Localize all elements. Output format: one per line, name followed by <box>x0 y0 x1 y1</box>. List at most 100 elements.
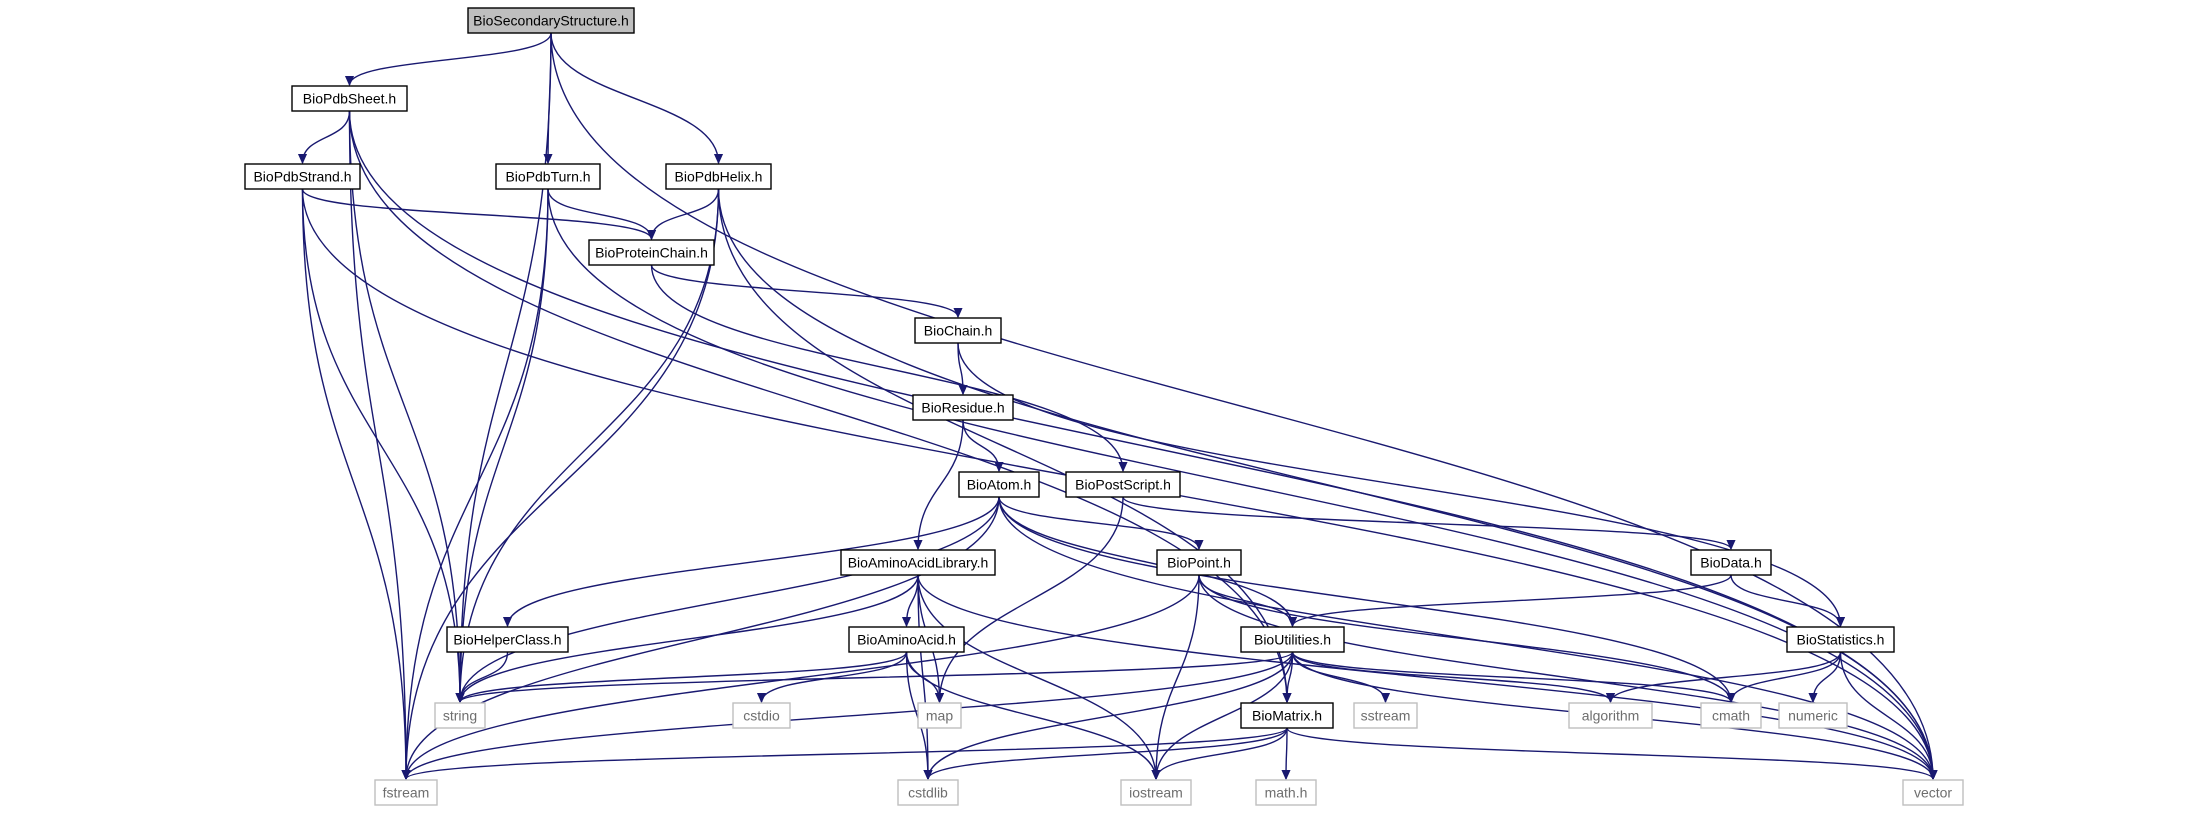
node-biosecondarystructure-h[interactable]: BioSecondaryStructure.h <box>467 7 635 34</box>
edge-bioatom-h-to-biohelperclass-h <box>508 496 1000 626</box>
edge-biostatistics-h-to-cmath <box>1731 651 1842 702</box>
edge-bioutilities-h-to-fstream <box>406 651 1294 779</box>
node-cmath: cmath <box>1700 702 1762 729</box>
node-fstream: fstream <box>374 779 438 806</box>
edge-biomatrix-h-to-fstream <box>406 727 1288 779</box>
edge-biopoint-h-to-fstream <box>406 574 1200 779</box>
node-bioaminoacidlibrary-h[interactable]: BioAminoAcidLibrary.h <box>840 549 996 576</box>
node-label: BioPdbTurn.h <box>505 169 590 185</box>
edge-biopdbturn-h-to-vector <box>547 188 1933 779</box>
node-biodata-h[interactable]: BioData.h <box>1690 549 1772 576</box>
node-algorithm: algorithm <box>1568 702 1653 729</box>
edge-biopdbhelix-h-to-string <box>460 188 720 702</box>
edge-bioatom-h-to-biopoint-h <box>998 496 1199 549</box>
node-box <box>1240 702 1334 729</box>
node-bioresidue-h[interactable]: BioResidue.h <box>912 394 1014 421</box>
node-label: vector <box>1914 785 1952 801</box>
node-box <box>1700 702 1762 729</box>
edge-bioresidue-h-to-bioatom-h <box>962 419 999 471</box>
node-label: BioPdbSheet.h <box>303 91 396 107</box>
node-label: math.h <box>1265 785 1308 801</box>
edge-bioproteinchain-h-to-biopostscript-h <box>650 264 1124 471</box>
edge-biopdbhelix-h-to-bioproteinchain-h <box>652 188 720 239</box>
edge-biopoint-h-to-vector <box>1198 574 1933 779</box>
node-box <box>588 239 715 266</box>
node-box <box>434 702 486 729</box>
edge-biosecondarystructure-h-to-biopdbturn-h <box>548 32 551 163</box>
node-box <box>1778 702 1848 729</box>
edge-biosecondarystructure-h-to-vector <box>550 32 1933 779</box>
edge-biopdbhelix-h-to-biomatrix-h <box>717 188 1288 702</box>
edge-bioutilities-h-to-string <box>460 651 1294 702</box>
node-map: map <box>917 702 962 729</box>
node-label: BioStatistics.h <box>1797 632 1885 648</box>
node-label: cstdio <box>743 708 780 724</box>
edge-biopostscript-h-to-map <box>940 496 1124 702</box>
edge-biopoint-h-to-iostream <box>1156 574 1200 779</box>
edge-biopdbturn-h-to-fstream <box>406 188 549 779</box>
edge-biopdbstrand-h-to-string <box>301 188 461 702</box>
node-box <box>495 163 601 190</box>
node-label: numeric <box>1788 708 1838 724</box>
node-vector: vector <box>1902 779 1964 806</box>
node-bioproteinchain-h[interactable]: BioProteinChain.h <box>588 239 715 266</box>
edge-bioutilities-h-to-biomatrix-h <box>1287 651 1294 702</box>
edge-bioutilities-h-to-algorithm <box>1291 651 1611 702</box>
node-box <box>1240 626 1345 653</box>
node-biopoint-h[interactable]: BioPoint.h <box>1156 549 1242 576</box>
edge-biopdbsheet-h-to-biomatrix-h <box>348 110 1288 702</box>
node-box <box>244 163 361 190</box>
edge-bioutilities-h-to-iostream <box>1156 651 1294 779</box>
node-biopdbhelix-h[interactable]: BioPdbHelix.h <box>665 163 772 190</box>
edge-biomatrix-h-to-iostream <box>1156 727 1288 779</box>
edge-biopdbturn-h-to-string <box>460 188 549 702</box>
node-label: BioChain.h <box>924 323 993 339</box>
node-box <box>291 85 408 112</box>
node-biostatistics-h[interactable]: BioStatistics.h <box>1786 626 1895 653</box>
node-label: BioSecondaryStructure.h <box>473 13 629 29</box>
node-label: cstdlib <box>908 785 948 801</box>
node-sstream: sstream <box>1353 702 1418 729</box>
node-label: BioMatrix.h <box>1252 708 1322 724</box>
edge-biomatrix-h-to-vector <box>1286 727 1933 779</box>
node-numeric: numeric <box>1778 702 1848 729</box>
node-biohelperclass-h[interactable]: BioHelperClass.h <box>446 626 569 653</box>
node-box <box>374 779 438 806</box>
node-string: string <box>434 702 486 729</box>
edge-bioproteinchain-h-to-biochain-h <box>650 264 959 317</box>
edge-bioatom-h-to-string <box>460 496 1000 702</box>
node-box <box>665 163 772 190</box>
edge-bioaminoacidlibrary-h-to-iostream <box>917 574 1156 779</box>
node-box <box>914 317 1002 344</box>
node-biopdbturn-h[interactable]: BioPdbTurn.h <box>495 163 601 190</box>
node-biopdbsheet-h[interactable]: BioPdbSheet.h <box>291 85 408 112</box>
node-box <box>848 626 965 653</box>
node-label: BioUtilities.h <box>1254 632 1331 648</box>
edge-bioutilities-h-to-cmath <box>1291 651 1732 702</box>
node-bioatom-h[interactable]: BioAtom.h <box>958 471 1040 498</box>
node-box <box>732 702 791 729</box>
edge-biopdbsheet-h-to-fstream <box>348 110 407 779</box>
edges-layer <box>301 32 1934 779</box>
node-label: sstream <box>1361 708 1411 724</box>
node-biopostscript-h[interactable]: BioPostScript.h <box>1065 471 1181 498</box>
node-bioaminoacid-h[interactable]: BioAminoAcid.h <box>848 626 965 653</box>
node-label: BioAtom.h <box>967 477 1032 493</box>
node-label: BioPdbStrand.h <box>253 169 351 185</box>
edge-bioutilities-h-to-sstream <box>1291 651 1386 702</box>
edge-bioaminoacidlibrary-h-to-vector <box>917 574 1933 779</box>
node-biochain-h[interactable]: BioChain.h <box>914 317 1002 344</box>
node-bioutilities-h[interactable]: BioUtilities.h <box>1240 626 1345 653</box>
node-label: algorithm <box>1582 708 1640 724</box>
node-biopdbstrand-h[interactable]: BioPdbStrand.h <box>244 163 361 190</box>
node-label: BioProteinChain.h <box>595 245 708 261</box>
edge-biopdbsheet-h-to-biopdbstrand-h <box>303 110 351 163</box>
node-biomatrix-h[interactable]: BioMatrix.h <box>1240 702 1334 729</box>
node-label: BioData.h <box>1700 555 1761 571</box>
node-box <box>1690 549 1772 576</box>
edge-biopdbhelix-h-to-fstream <box>406 188 720 779</box>
edge-biodata-h-to-biostatistics-h <box>1730 574 1841 626</box>
edge-bioaminoacid-h-to-iostream <box>905 651 1157 779</box>
node-box <box>1786 626 1895 653</box>
node-cstdlib: cstdlib <box>897 779 959 806</box>
